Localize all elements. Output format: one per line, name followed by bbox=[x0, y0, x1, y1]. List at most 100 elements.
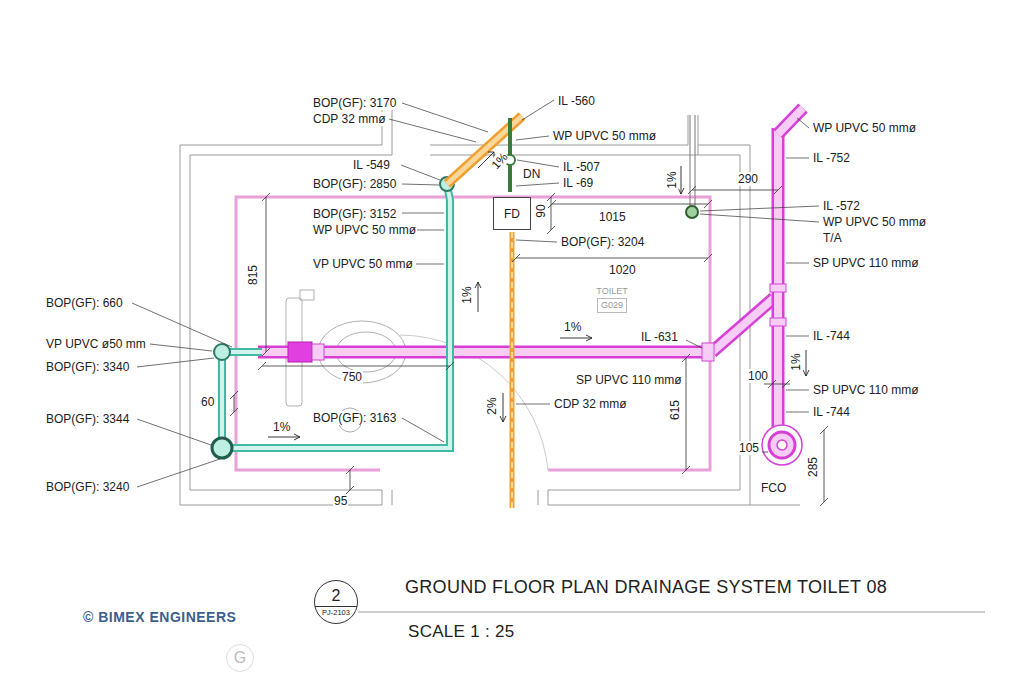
node-text: FD bbox=[504, 207, 520, 221]
callout-label: BOP(GF): 3240 bbox=[45, 480, 130, 494]
leader-line bbox=[402, 418, 444, 442]
leader-line bbox=[700, 214, 819, 222]
dimension-line bbox=[762, 452, 768, 453]
leader-line bbox=[786, 263, 809, 264]
drawing-title: GROUND FLOOR PLAN DRAINAGE SYSTEM TOILET… bbox=[405, 576, 887, 598]
dimension-line bbox=[258, 362, 454, 370]
callout-label: BOP(GF): 3204 bbox=[560, 235, 645, 249]
callout-label: 1015 bbox=[598, 210, 627, 224]
slope-arrow bbox=[500, 393, 506, 422]
leader-line bbox=[401, 165, 440, 180]
callout-label: 750 bbox=[341, 370, 363, 384]
dimension-line bbox=[262, 193, 270, 356]
pan-connector bbox=[288, 342, 312, 362]
leader-line bbox=[402, 184, 439, 185]
leader-line bbox=[416, 230, 444, 231]
leader-line bbox=[786, 412, 809, 413]
slope-arrow bbox=[475, 282, 481, 312]
dimensions bbox=[230, 186, 828, 506]
callout-label: 95 bbox=[333, 494, 348, 508]
leaders bbox=[132, 100, 819, 487]
leader-line bbox=[402, 103, 488, 132]
leader-line bbox=[686, 340, 702, 348]
callout-label: IL -507 bbox=[562, 160, 601, 174]
callout-label: BOP(GF): 3170 bbox=[312, 96, 397, 110]
pipe bbox=[695, 115, 696, 206]
callout-label: WP UPVC 50 mmø bbox=[312, 223, 417, 237]
leader-line bbox=[132, 303, 232, 347]
callout-label: 1% bbox=[665, 170, 679, 189]
callout-label: 100 bbox=[747, 369, 769, 383]
copyright-label: © BIMEX ENGINEERS bbox=[82, 610, 237, 624]
walls bbox=[180, 100, 800, 505]
divider-line bbox=[315, 606, 357, 607]
callout-label: BOP(GF): 3152 bbox=[312, 207, 397, 221]
pipe bbox=[510, 232, 515, 508]
callout-label: IL -69 bbox=[562, 176, 594, 190]
callout-label: 615 bbox=[668, 399, 682, 421]
leader-line bbox=[137, 358, 214, 367]
cleanout bbox=[769, 432, 795, 458]
slope-arrow bbox=[268, 434, 300, 440]
title-rule bbox=[358, 612, 985, 613]
leader-line bbox=[137, 419, 211, 445]
node-text: 2 bbox=[332, 587, 341, 605]
callout-label: IL -744 bbox=[812, 329, 851, 343]
callout-label: DN bbox=[522, 167, 541, 181]
pipe-core bbox=[712, 298, 774, 352]
leader-line bbox=[786, 390, 809, 391]
condensate-pipe bbox=[447, 116, 522, 508]
callout-label: 290 bbox=[737, 172, 759, 186]
callout-label: 1% bbox=[460, 285, 474, 304]
section-marker: 2PJ-2103 bbox=[314, 580, 358, 624]
callout-label: BOP(GF): 3344 bbox=[45, 412, 130, 426]
room-outline bbox=[236, 197, 710, 470]
callout-label: FCO bbox=[760, 481, 787, 495]
dimension-line bbox=[820, 426, 828, 506]
callout-label: 2% bbox=[485, 396, 499, 415]
callout-label: 105 bbox=[738, 441, 760, 455]
dimension-line bbox=[682, 354, 690, 474]
callout-label: T/A bbox=[822, 231, 843, 245]
pipe-core bbox=[778, 108, 803, 134]
callout-label: BOP(GF): 3340 bbox=[45, 360, 130, 374]
dimension-line bbox=[230, 391, 238, 416]
callout-label: 285 bbox=[806, 456, 820, 478]
pipe-core bbox=[511, 232, 513, 508]
slope-arrow bbox=[560, 335, 592, 341]
pan-connector bbox=[312, 344, 324, 360]
leader-line bbox=[516, 404, 550, 405]
vent-fitting bbox=[212, 438, 232, 458]
leader-line bbox=[516, 240, 557, 242]
callout-label: IL -572 bbox=[822, 199, 861, 213]
door-jamb bbox=[382, 490, 548, 505]
leader-line bbox=[389, 119, 476, 142]
callout-label: WP UPVC 50 mmø bbox=[812, 121, 917, 135]
pipe bbox=[778, 108, 803, 134]
wall bbox=[190, 490, 740, 491]
leader-line bbox=[522, 100, 554, 120]
dimension-line bbox=[547, 193, 555, 234]
pipe bbox=[712, 298, 774, 352]
dimension-line bbox=[688, 186, 782, 194]
leader-line bbox=[700, 206, 819, 211]
leader-line bbox=[137, 459, 220, 487]
callout-label: IL -744 bbox=[812, 405, 851, 419]
room-number: G029 bbox=[597, 298, 627, 313]
callout-label: 1% bbox=[563, 320, 582, 334]
wall bbox=[698, 155, 740, 490]
callout-label: SP UPVC 110 mmø bbox=[812, 256, 920, 270]
soil-pipe bbox=[258, 108, 803, 465]
pipe-fitting bbox=[686, 206, 698, 218]
cleanout bbox=[777, 440, 787, 450]
cleanout bbox=[762, 425, 802, 465]
pipe bbox=[258, 346, 712, 359]
dimension-line bbox=[548, 200, 712, 208]
callout-label: BOP(GF): 3163 bbox=[312, 411, 397, 425]
leader-line bbox=[786, 158, 809, 159]
callout-label: VP UPVC ø50 mm bbox=[45, 337, 147, 351]
callout-label: IL -752 bbox=[812, 151, 851, 165]
pipe-core bbox=[774, 128, 782, 432]
callout-label: WP UPVC 50 mmø bbox=[552, 129, 657, 143]
